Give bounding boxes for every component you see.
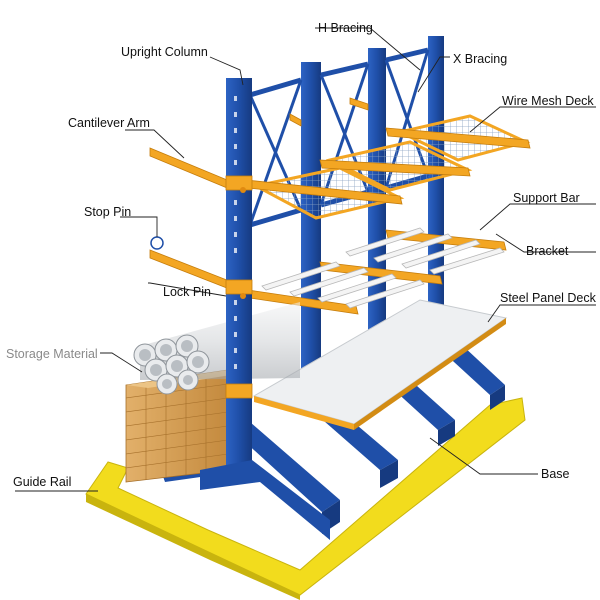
label-base: Base	[541, 467, 570, 481]
label-support-bar: Support Bar	[513, 191, 580, 205]
label-x-bracing: X Bracing	[453, 52, 507, 66]
label-h-bracing: H Bracing	[318, 21, 373, 35]
back-columns	[301, 36, 444, 400]
label-storage-material: Storage Material	[6, 347, 98, 361]
leader-lines	[15, 27, 596, 492]
lock-pins	[240, 187, 246, 299]
upper-arms	[245, 127, 531, 205]
steel-panel-deck	[252, 299, 508, 430]
label-stop-pin: Stop Pin	[84, 205, 131, 219]
brackets	[225, 175, 253, 399]
label-steel-panel-deck: Steel Panel Deck	[500, 291, 597, 305]
front-upright-column	[200, 78, 330, 540]
label-guide-rail: Guide Rail	[13, 475, 71, 489]
label-cantilever-arm: Cantilever Arm	[68, 116, 150, 130]
guide-rail	[85, 397, 526, 600]
labels: H Bracing Upright Column X Bracing Wire …	[6, 21, 597, 489]
label-upright-column: Upright Column	[121, 45, 208, 59]
label-wire-mesh-deck: Wire Mesh Deck	[502, 94, 594, 108]
label-lock-pin: Lock Pin	[163, 285, 211, 299]
support-bars	[261, 227, 505, 309]
label-bracket: Bracket	[526, 244, 569, 258]
stop-pin-marker	[150, 236, 164, 250]
column-holes	[234, 96, 237, 369]
pipe-bundle	[133, 302, 300, 395]
